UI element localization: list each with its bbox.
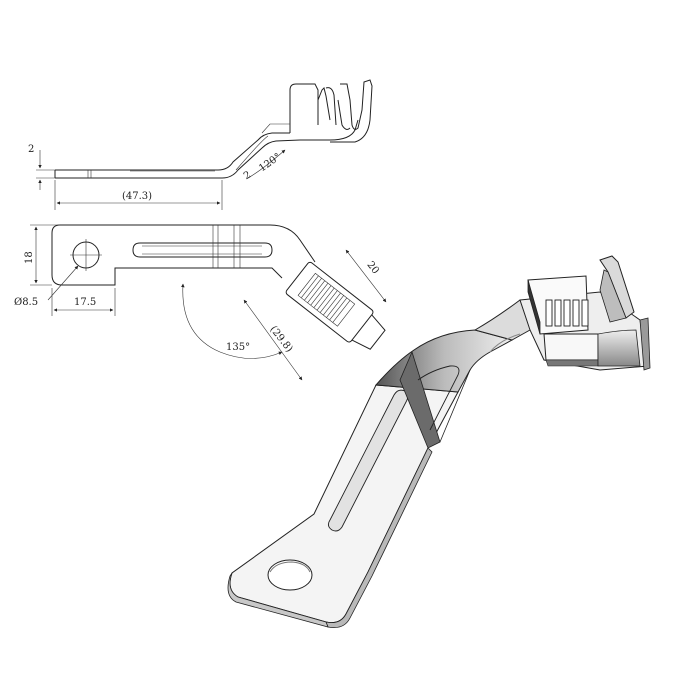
iso-mount-hole (267, 559, 313, 591)
isometric-view (227, 255, 651, 628)
plan-view: 18 Ø8.5 17.5 20 (29.8) 135° (14, 224, 387, 381)
dim-crimp-width: 20 (364, 260, 381, 277)
dim-hole-offset: 17.5 (74, 297, 96, 308)
side-view: 2 (47.3) 120° 2 (28, 79, 373, 210)
dim-length: (47.3) (122, 191, 152, 202)
dim-plan-angle: 135° (226, 342, 250, 353)
dim-thickness: 2 (28, 144, 34, 155)
dim-hole-diameter: Ø8.5 (14, 297, 38, 308)
dim-bend-thickness: 2 (242, 169, 253, 182)
dim-width: 18 (24, 251, 35, 264)
iso-crimp-barrel (519, 255, 651, 371)
dim-crimp-length: (29.8) (267, 324, 294, 355)
